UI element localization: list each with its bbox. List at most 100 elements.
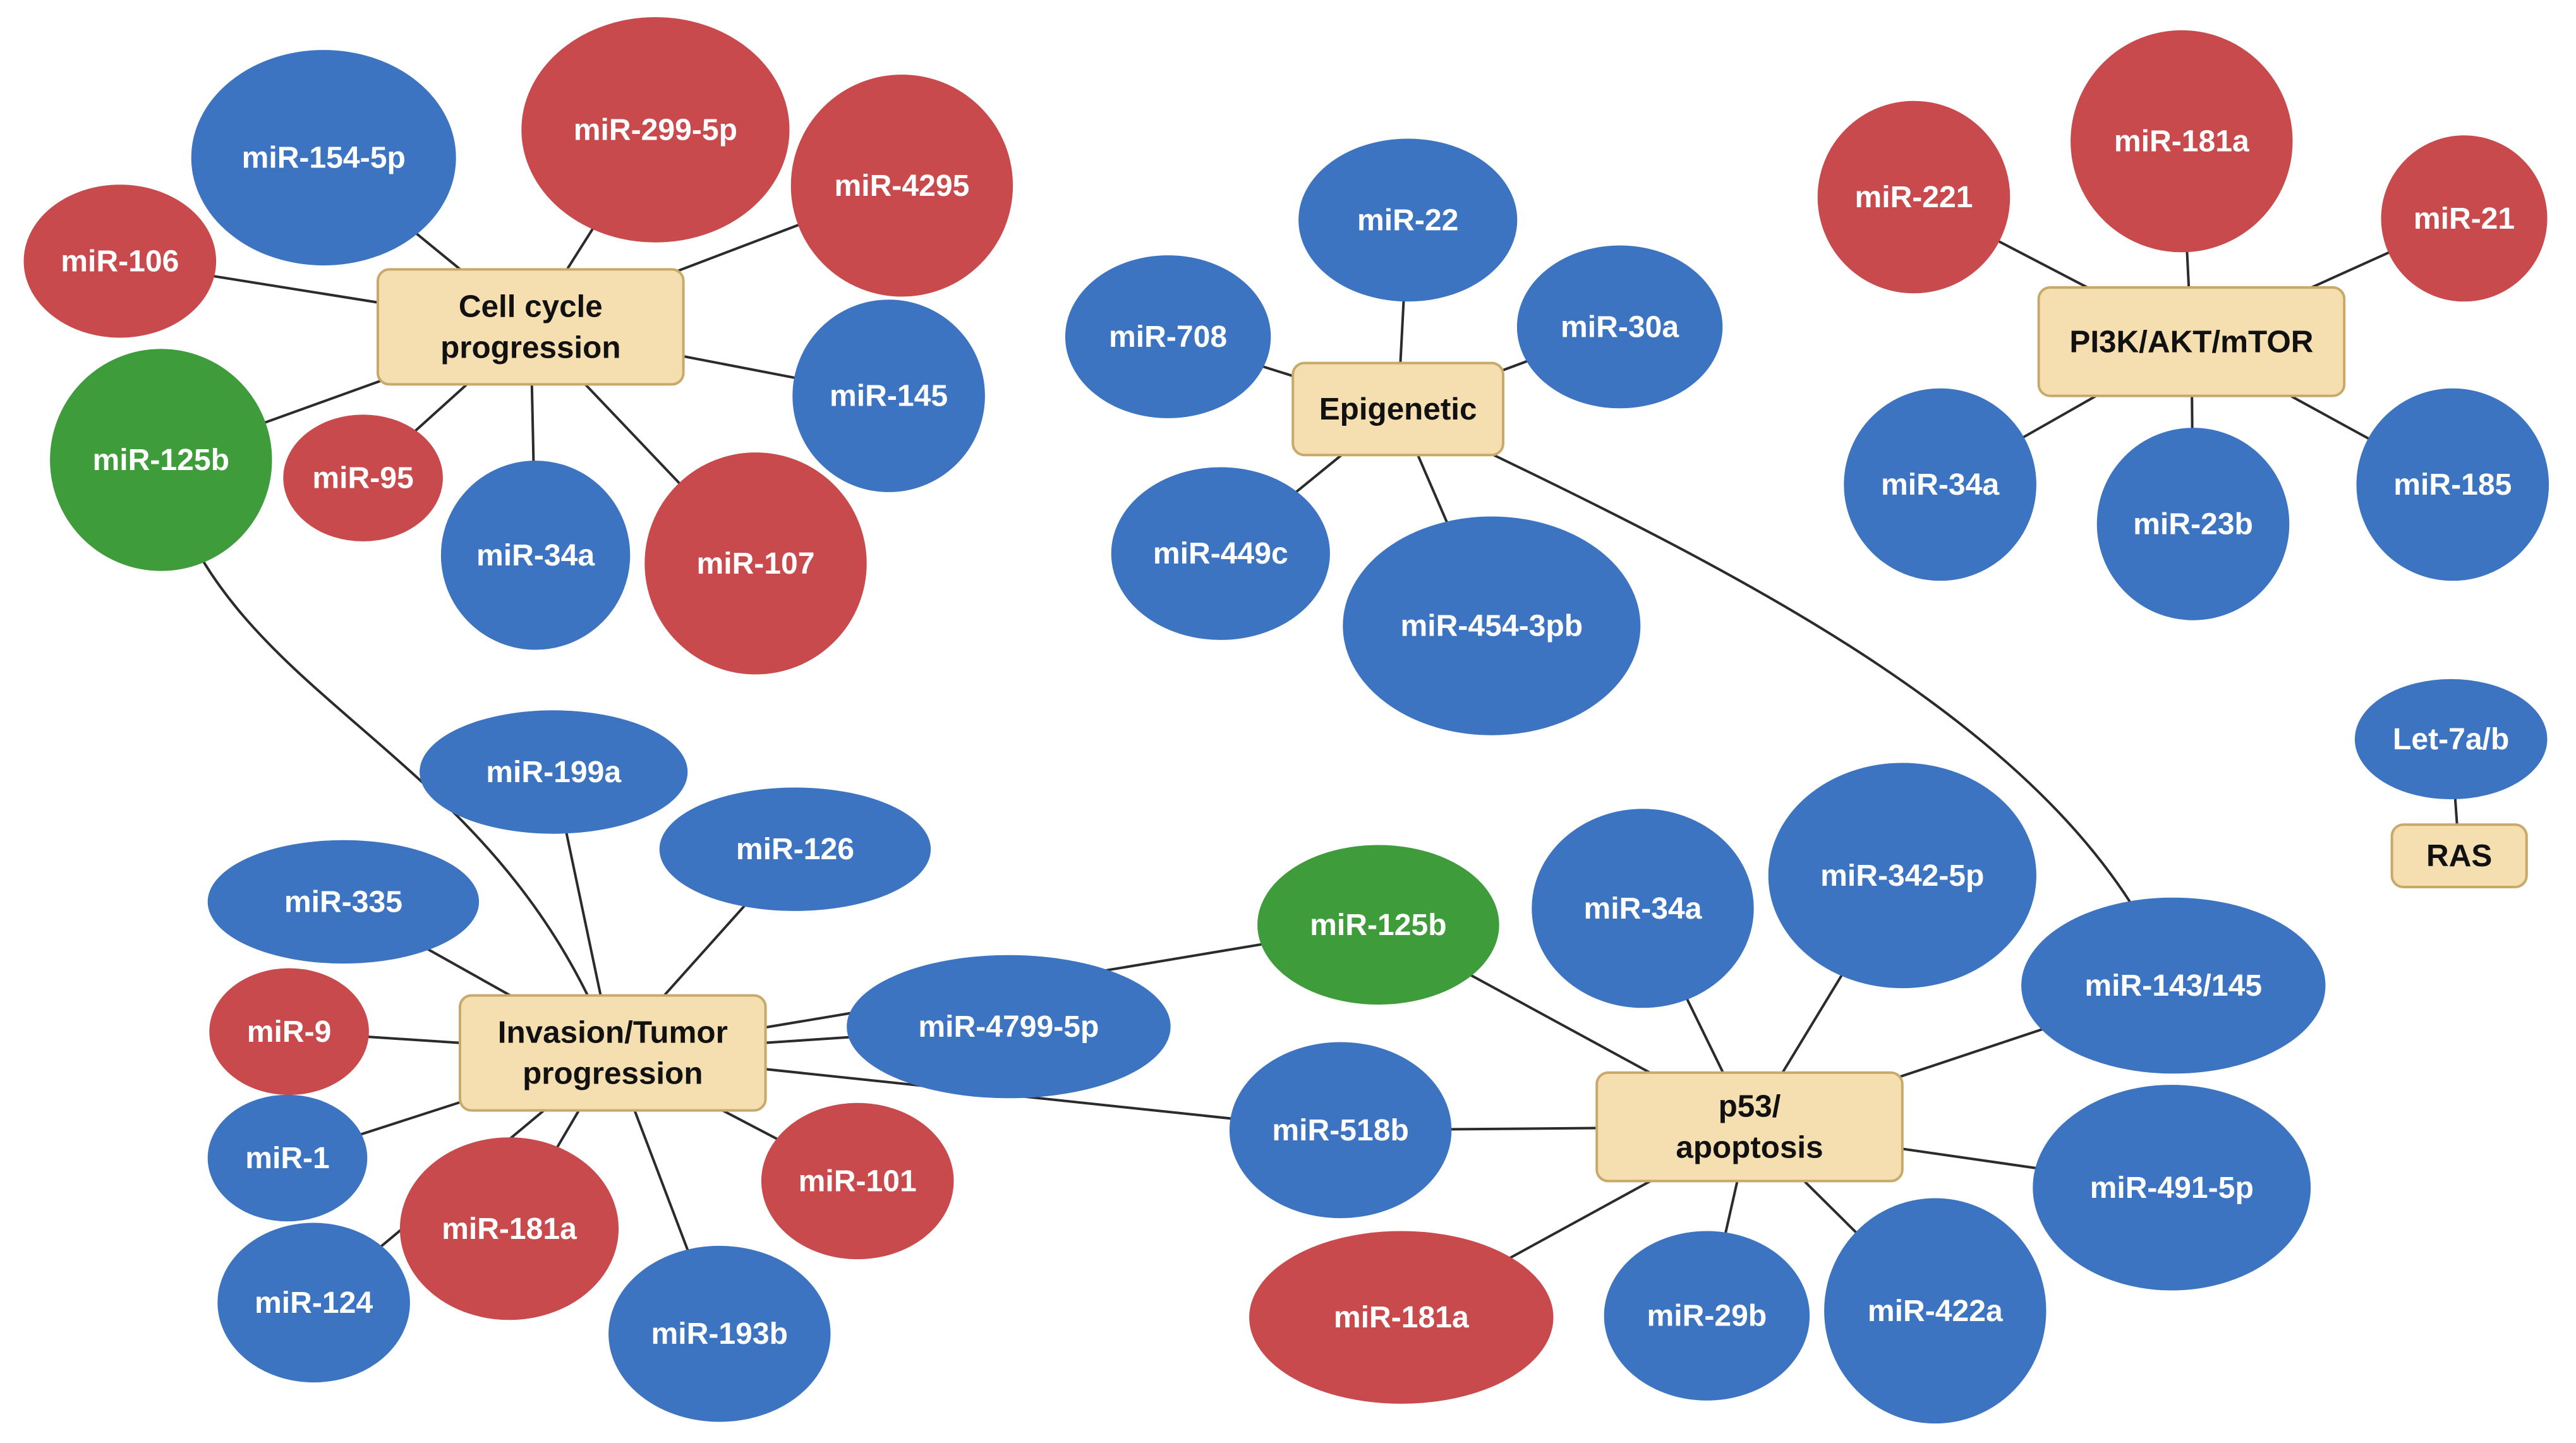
mirna-node-cc_154: miR-154-5p	[191, 50, 456, 266]
mirna-ellipse	[1343, 516, 1641, 735]
mirna-label: miR-4295	[834, 169, 969, 203]
mirna-node-cc_95: miR-95	[283, 414, 443, 541]
mirna-node-in_1: miR-1	[207, 1094, 368, 1222]
mirna-label: miR-193b	[651, 1317, 789, 1351]
mirna-node-in_101: miR-101	[761, 1102, 954, 1260]
mirna-node-p_422a: miR-422a	[1824, 1198, 2047, 1424]
mirna-ellipse	[50, 349, 272, 571]
mirna-label: miR-342-5p	[1820, 859, 1984, 893]
mirna-ellipse	[847, 955, 1171, 1099]
mirna-label: miR-30a	[1561, 310, 1679, 344]
mirna-node-ep_30a: miR-30a	[1516, 245, 1723, 409]
mirna-ellipse	[659, 787, 931, 911]
mirna-ellipse	[1229, 1042, 1452, 1219]
hubs-layer: Cell cycleprogressionEpigeneticPI3K/AKT/…	[377, 268, 2528, 1183]
mirna-ellipse	[1516, 245, 1723, 409]
hub-label-line: progression	[440, 330, 620, 365]
mirna-label: miR-107	[696, 546, 814, 581]
mirna-label: miR-299-5p	[574, 112, 737, 147]
hub-box	[1291, 361, 1504, 457]
hub-label-line: p53/	[1719, 1089, 1781, 1124]
mirna-node-ras_let7: Let-7a/b	[2354, 679, 2548, 800]
mirna-node-ep_708: miR-708	[1065, 255, 1271, 418]
hub-box	[1595, 1071, 1904, 1183]
mirna-ellipse	[420, 710, 688, 834]
mirna-ellipse	[1604, 1231, 1810, 1401]
mirna-label: miR-181a	[2114, 124, 2250, 159]
mirna-label: miR-335	[284, 885, 402, 919]
mirna-node-p_518b: miR-518b	[1229, 1042, 1452, 1219]
hub-box	[377, 268, 685, 386]
mirna-ellipse	[1257, 845, 1499, 1005]
mirna-label: miR-454-3pb	[1400, 609, 1583, 643]
mirna-label: miR-101	[799, 1164, 917, 1198]
mirna-ellipse	[2356, 388, 2549, 581]
mirna-label: miR-34a	[1881, 468, 2000, 502]
mirna-ellipse	[1817, 100, 2011, 294]
mirna-ellipse	[1111, 467, 1330, 640]
mirna-node-ep_22: miR-22	[1298, 138, 1518, 302]
mirna-node-cc_299: miR-299-5p	[521, 17, 790, 243]
mirna-ellipse	[2354, 679, 2548, 800]
mirna-label: miR-185	[2393, 468, 2512, 502]
mirna-ellipse	[23, 184, 217, 338]
mirna-ellipse	[207, 840, 480, 964]
mirna-label: miR-422a	[1868, 1294, 2004, 1328]
hub-box	[2390, 823, 2528, 888]
hub-label-line: RAS	[2426, 838, 2492, 873]
hub-label-line: progression	[523, 1056, 703, 1091]
mirna-label: miR-518b	[1272, 1113, 1409, 1147]
mirna-ellipse	[209, 968, 369, 1096]
mirna-label: miR-154-5p	[242, 141, 406, 175]
mirna-label: miR-1	[245, 1141, 330, 1175]
mirna-node-cc_34a: miR-34a	[440, 461, 631, 650]
mirna-ellipse	[1844, 388, 2036, 581]
mirna-ellipse	[1768, 763, 2036, 989]
mirna-label: miR-22	[1357, 203, 1458, 237]
mirna-label: miR-21	[2414, 202, 2515, 236]
mirna-label: miR-125b	[93, 443, 230, 477]
mirna-label: miR-125b	[1310, 908, 1447, 942]
mirna-ellipse	[1824, 1198, 2047, 1424]
mirna-ellipse	[399, 1137, 619, 1320]
pathway-hub-epigenetic: Epigenetic	[1291, 361, 1504, 457]
mirna-label: Let-7a/b	[2393, 722, 2509, 756]
pathway-hub-invasion: Invasion/Tumor progression	[459, 994, 767, 1112]
mirna-node-pi_181a: miR-181a	[2071, 30, 2293, 253]
mirna-label: miR-29b	[1647, 1299, 1767, 1333]
mirna-label: miR-221	[1854, 180, 1973, 214]
mirna-node-cc_107: miR-107	[644, 452, 867, 675]
hub-label-line: apoptosis	[1676, 1130, 1823, 1165]
hub-box	[2037, 286, 2346, 397]
mirna-node-in_9: miR-9	[209, 968, 369, 1096]
mirna-label: miR-95	[312, 461, 413, 495]
mirna-label: miR-181a	[1334, 1300, 1470, 1334]
mirna-node-in_199a: miR-199a	[420, 710, 688, 834]
hub-label-line: Epigenetic	[1319, 392, 1477, 426]
mirna-node-in_335: miR-335	[207, 840, 480, 964]
mirna-label: miR-491-5p	[2090, 1171, 2254, 1205]
hub-label-line: Invasion/Tumor	[498, 1015, 728, 1050]
nodes-layer: miR-154-5p miR-299-5p miR-4295 miR-106 miR-1…	[23, 17, 2549, 1424]
mirna-label: miR-126	[736, 832, 854, 866]
mirna-node-cc_145: miR-145	[792, 299, 985, 492]
mirna-ellipse	[761, 1102, 954, 1260]
mirna-node-p_143: miR-143/145	[2021, 897, 2326, 1074]
mirna-label: miR-106	[61, 244, 179, 278]
pathway-hub-ras: RAS	[2390, 823, 2528, 888]
mirna-ellipse	[2033, 1085, 2311, 1291]
mirna-ellipse	[1249, 1231, 1554, 1404]
mirna-ellipse	[644, 452, 867, 675]
mirna-ellipse	[2071, 30, 2293, 253]
mirna-node-pi_34a: miR-34a	[1844, 388, 2036, 581]
mirna-label: miR-449c	[1153, 536, 1288, 571]
mirna-node-pi_221: miR-221	[1817, 100, 2011, 294]
mirna-label: miR-143/145	[2084, 969, 2262, 1003]
mirna-node-p_29b: miR-29b	[1604, 1231, 1810, 1401]
mirna-node-pi_185: miR-185	[2356, 388, 2549, 581]
mirna-node-p_491: miR-491-5p	[2033, 1085, 2311, 1291]
mirna-node-cc_4295: miR-4295	[790, 75, 1013, 297]
mirna-label: miR-124	[255, 1286, 373, 1320]
mirna-node-p_342: miR-342-5p	[1768, 763, 2036, 989]
curved-edge-epigenetic-p_143	[1397, 408, 2175, 986]
